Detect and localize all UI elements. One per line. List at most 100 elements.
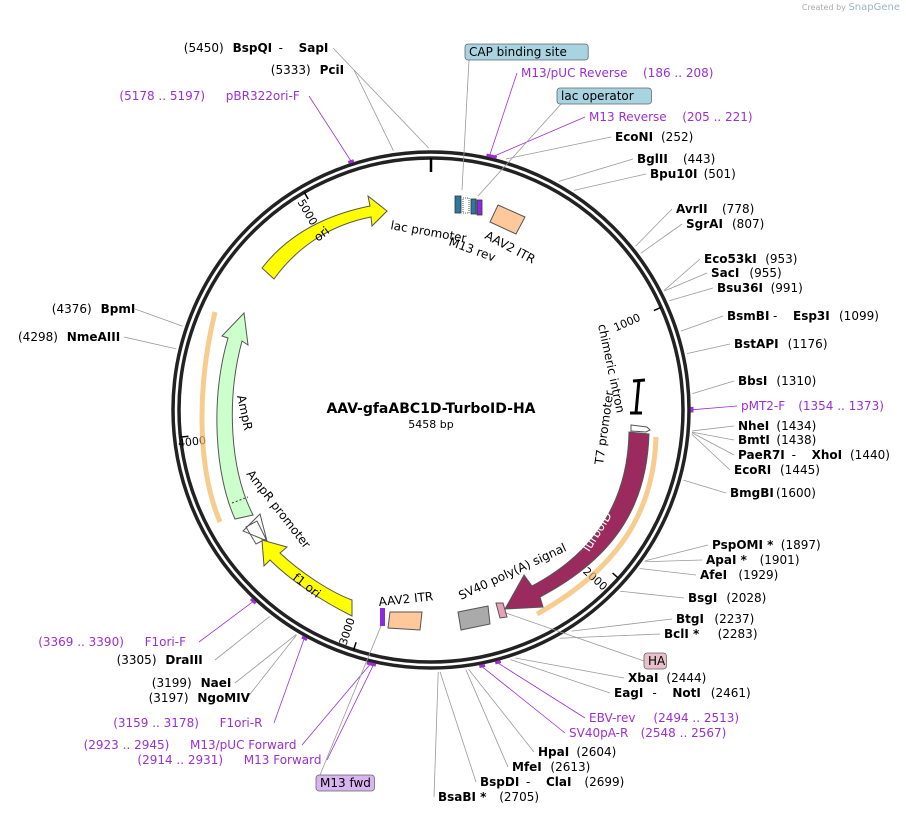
- feature-f1-ori[interactable]: [261, 539, 353, 617]
- primer-site[interactable]: M13/pUC Reverse(186 .. 208): [521, 66, 713, 80]
- feature-t7-promoter[interactable]: [630, 424, 651, 433]
- callout-box: [464, 43, 589, 61]
- enzyme-site[interactable]: AfeI(1929): [700, 568, 778, 582]
- enzyme-position: (2461): [711, 686, 751, 700]
- enzyme-site[interactable]: EagI-NotI(2461): [614, 686, 751, 700]
- enzyme-position: (1176): [788, 337, 828, 351]
- enzyme-name: BspDI: [480, 775, 519, 789]
- enzyme-site[interactable]: NheI(1434): [738, 419, 816, 433]
- enzyme-name: BspQI: [233, 41, 273, 55]
- primer-site[interactable]: EBV-rev(2494 .. 2513): [589, 711, 739, 725]
- enzyme-position: (1901): [760, 553, 800, 567]
- enzyme-position: (2699): [584, 775, 624, 789]
- enzyme-site[interactable]: PaeR7I-XhoI(1440): [738, 448, 890, 462]
- enzyme-site[interactable]: Eco53kI(953): [704, 252, 797, 266]
- enzyme-site[interactable]: SacI(955): [711, 266, 782, 280]
- feature-turboid[interactable]: [504, 431, 650, 610]
- feature-aav2-itr-bottom[interactable]: [387, 611, 423, 631]
- leader-line: [691, 431, 735, 441]
- enzyme-site[interactable]: PspOMI *(1897): [712, 538, 821, 552]
- feature-callout[interactable]: lac operator: [556, 87, 652, 105]
- primer-site[interactable]: M13 Reverse(205 .. 221): [589, 110, 753, 124]
- enzyme-site[interactable]: XbaI(2444): [628, 671, 706, 685]
- tick-label: 4000: [177, 434, 206, 450]
- enzyme-position: (1600): [776, 486, 816, 500]
- primer-name: M13/pUC Forward: [190, 738, 297, 752]
- enzyme-site[interactable]: MfeI(2613): [512, 760, 590, 774]
- primer-bar: [370, 662, 377, 667]
- enzyme-site[interactable]: BsmBI-Esp3I(1099): [727, 309, 879, 323]
- ampr-highlight: [199, 311, 223, 523]
- leader-line: [620, 590, 685, 599]
- enzyme-position: -: [652, 686, 656, 700]
- enzyme-site[interactable]: BclI *(2283): [664, 627, 758, 641]
- primer-leader: [482, 666, 566, 734]
- feature-sv40-polya[interactable]: [457, 605, 491, 631]
- enzyme-site[interactable]: ApaI *(1901): [706, 553, 800, 567]
- enzyme-site[interactable]: SgrAI(807): [686, 217, 764, 231]
- enzyme-position: (2613): [550, 760, 590, 774]
- primer-name: M13/pUC Reverse: [521, 66, 628, 80]
- enzyme-site[interactable]: BtgI(2237): [676, 612, 754, 626]
- primer-site[interactable]: F1ori-F(3369 .. 3390): [38, 635, 186, 649]
- enzyme-name: NheI: [738, 419, 769, 433]
- enzyme-position: (1929): [738, 568, 778, 582]
- enzyme-site[interactable]: BbsI(1310): [738, 374, 816, 388]
- enzyme-site[interactable]: (4298)NmeAIII: [18, 330, 120, 344]
- enzyme-site[interactable]: (5333)PciI: [271, 63, 344, 77]
- primer-leader: [494, 116, 586, 157]
- enzyme-position: (1445): [780, 463, 820, 477]
- enzyme-site[interactable]: AvrII(778): [676, 202, 754, 216]
- feature-callout[interactable]: CAP binding site: [464, 43, 589, 61]
- enzyme-site[interactable]: BstAPI(1176): [734, 337, 828, 351]
- primer-site[interactable]: SV40pA-R(2548 .. 2567): [569, 726, 726, 740]
- enzyme-name: SgrAI: [686, 217, 723, 231]
- primer-bar: [301, 635, 308, 641]
- enzyme-site[interactable]: Bsu36I(991): [717, 281, 803, 295]
- leader-line: [234, 634, 297, 684]
- feature-lac-promoter[interactable]: [454, 195, 462, 214]
- enzyme-site[interactable]: (3305)DraIII: [117, 653, 203, 667]
- enzyme-site[interactable]: EcoNI(252): [615, 130, 693, 144]
- primer-site[interactable]: M13 Forward(2914 .. 2931): [137, 753, 321, 767]
- enzyme-name: PspOMI *: [712, 538, 774, 552]
- enzyme-site[interactable]: BmgBI(1600): [730, 486, 816, 500]
- enzyme-site[interactable]: (3199)NaeI: [152, 676, 232, 690]
- leader-line: [214, 616, 270, 661]
- tick-mark: [180, 435, 189, 438]
- primer-name: pMT2-F: [741, 399, 785, 413]
- feature-callout[interactable]: M13 fwd: [315, 774, 375, 792]
- enzyme-site[interactable]: BspDI-ClaI(2699): [480, 775, 624, 789]
- feature-aav2-itr-top[interactable]: [489, 204, 526, 235]
- feature-ampr-promoter[interactable]: [242, 513, 268, 545]
- feature-chimeric-intron[interactable]: [630, 378, 646, 415]
- leader-line: [644, 559, 703, 563]
- enzyme-site[interactable]: EcoRI(1445): [734, 463, 820, 477]
- primer-site[interactable]: pBR322ori-F(5178 .. 5197): [119, 89, 299, 103]
- enzyme-name: SapI: [299, 41, 329, 55]
- primer-site[interactable]: pMT2-F(1354 .. 1373): [741, 399, 884, 413]
- enzyme-site[interactable]: (3197)NgoMIV: [149, 691, 251, 705]
- enzyme-site[interactable]: (5450)BspQI-SapI: [184, 41, 329, 55]
- leader-line: [683, 479, 727, 494]
- feature-m13-rev[interactable]: [476, 199, 483, 216]
- feature-ori[interactable]: [261, 194, 388, 280]
- primer-leader: [692, 405, 738, 411]
- enzyme-site[interactable]: (4376)BpmI: [52, 302, 136, 316]
- enzyme-site[interactable]: BsaBI *(2705): [438, 790, 539, 804]
- enzyme-site[interactable]: Bpu10I(501): [650, 167, 736, 181]
- enzyme-site[interactable]: BmtI(1438): [738, 433, 816, 447]
- leader-lines: [123, 47, 738, 798]
- enzyme-site[interactable]: BglII(443): [637, 152, 715, 166]
- feature-ampr[interactable]: [216, 311, 254, 520]
- enzyme-position: (3305): [117, 653, 157, 667]
- primer-name: F1ori-F: [145, 635, 186, 649]
- primer-site[interactable]: M13/pUC Forward(2923 .. 2945): [84, 738, 297, 752]
- tick-label: 3000: [337, 616, 358, 647]
- enzyme-site[interactable]: HpaI(2604): [538, 745, 616, 759]
- enzyme-site[interactable]: BsgI(2028): [688, 591, 766, 605]
- primer-site[interactable]: F1ori-R(3159 .. 3178): [113, 716, 262, 730]
- callout-leader: [319, 625, 382, 776]
- feature-callout[interactable]: HA: [643, 652, 667, 670]
- enzyme-name: SacI: [711, 266, 739, 280]
